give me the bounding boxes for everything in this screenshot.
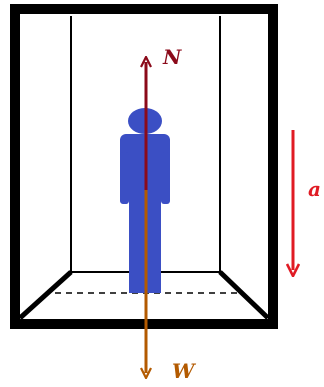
normal-force-label: N — [162, 45, 182, 69]
acceleration-label: a — [308, 177, 321, 201]
floor-left-edge — [18, 270, 73, 320]
elevator-frame — [10, 4, 278, 329]
person-left-arm — [120, 152, 129, 204]
floor-right-edge — [218, 270, 270, 320]
person-right-arm — [161, 152, 170, 204]
weight-force-label: W — [172, 359, 197, 383]
